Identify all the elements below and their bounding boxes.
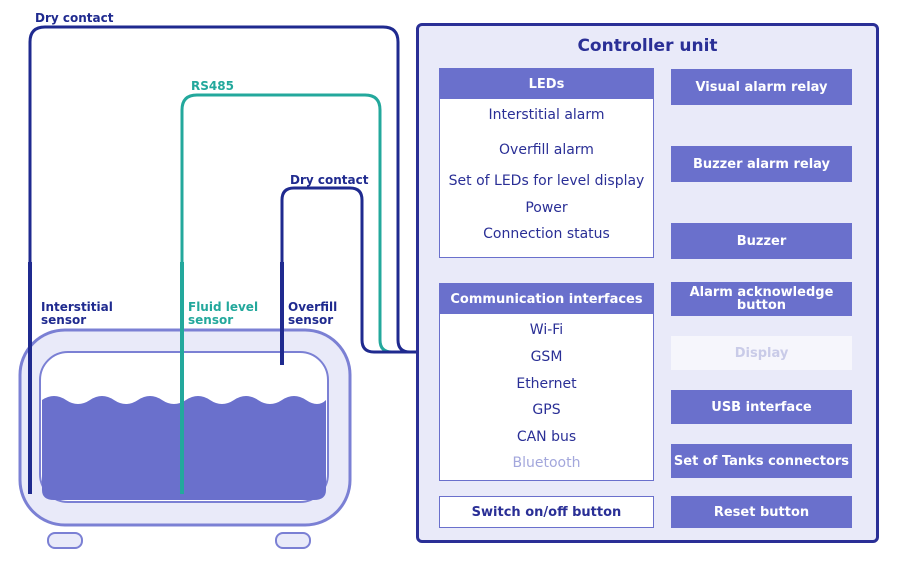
led-item: Set of LEDs for level display [448, 173, 645, 189]
rs485-label: RS485 [191, 79, 234, 93]
fluid-level-sensor-label: Fluid level sensor [188, 300, 259, 327]
led-item: Interstitial alarm [488, 107, 605, 123]
display-button: Display [671, 336, 852, 370]
controller-unit: Controller unit LEDs Interstitial alarm … [416, 23, 879, 543]
comms-item: GPS [532, 402, 561, 418]
set-of-tanks-connectors-button[interactable]: Set of Tanks connectors [671, 444, 852, 478]
buzzer-button[interactable]: Buzzer [671, 223, 852, 259]
rs485-wire [180, 93, 416, 494]
comms-item: Ethernet [516, 376, 577, 392]
controller-title: Controller unit [577, 36, 718, 56]
tank-foot-left [47, 532, 83, 549]
buzzer-alarm-relay-button[interactable]: Buzzer alarm relay [671, 146, 852, 182]
comms-item: Wi-Fi [529, 322, 564, 338]
led-item: Connection status [483, 226, 610, 242]
comms-panel: Communication interfaces Wi-Fi GSM Ether… [439, 283, 654, 481]
reset-button[interactable]: Reset button [671, 496, 852, 528]
switch-on-off-button[interactable]: Switch on/off button [439, 496, 654, 528]
led-item: Power [525, 200, 568, 216]
overfill-wire [280, 186, 416, 365]
leds-panel: LEDs Interstitial alarm Overfill alarm S… [439, 68, 654, 258]
comms-item-disabled: Bluetooth [512, 455, 581, 471]
comms-header: Communication interfaces [440, 284, 653, 314]
dry-contact-label: Dry contact [35, 11, 114, 25]
alarm-acknowledge-button[interactable]: Alarm acknowledge button [671, 282, 852, 316]
comms-item: GSM [530, 349, 563, 365]
overfill-sensor-label: Overfill sensor [288, 300, 338, 327]
visual-alarm-relay-button[interactable]: Visual alarm relay [671, 69, 852, 105]
comms-item: CAN bus [516, 429, 577, 445]
interstitial-sensor-label: Interstitial sensor [41, 300, 113, 327]
leds-header: LEDs [440, 69, 653, 99]
overfill-dry-contact-label: Dry contact [290, 173, 369, 187]
usb-interface-button[interactable]: USB interface [671, 390, 852, 424]
tank-foot-right [275, 532, 311, 549]
dry-contact-wire [28, 25, 416, 494]
led-item: Overfill alarm [499, 142, 594, 158]
